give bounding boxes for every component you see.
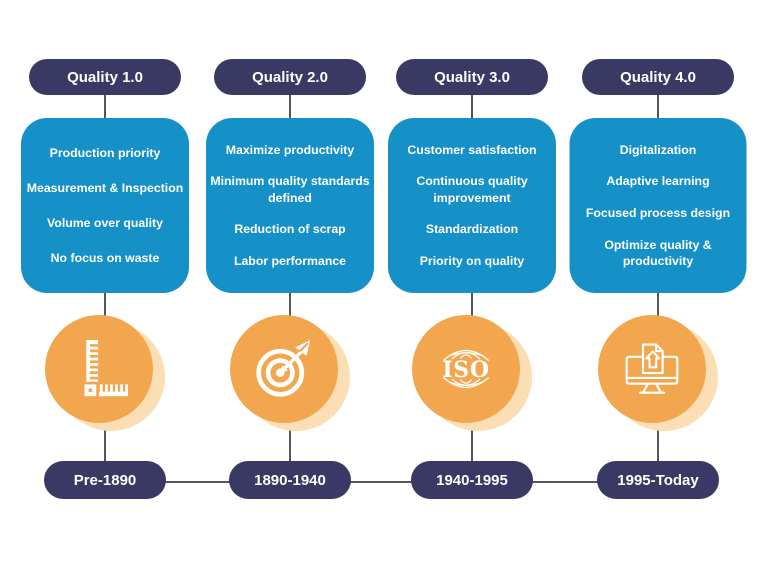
iso-text: ISO — [442, 357, 489, 383]
feature-box: Customer satisfaction Continuous quality… — [388, 118, 556, 293]
era-date-label: Pre-1890 — [73, 471, 137, 489]
feature-box: Digitalization Adaptive learning Focused… — [569, 118, 747, 293]
feature-item: Measurement & Inspection — [26, 180, 184, 195]
feature-item: Volume over quality — [47, 215, 163, 230]
feature-item: Digitalization — [619, 142, 697, 157]
era-date-label: 1995-Today — [617, 471, 699, 489]
feature-item: No focus on waste — [50, 250, 160, 265]
era-date-pill: 1940-1995 — [411, 461, 533, 499]
circle — [45, 315, 153, 423]
era-header-label: Quality 4.0 — [620, 68, 696, 86]
era-header-pill: Quality 1.0 — [29, 59, 181, 95]
era-date-pill: 1890-1940 — [229, 461, 351, 499]
feature-item: Labor performance — [233, 254, 347, 269]
feature-item: Optimize quality & productivity — [604, 237, 712, 269]
monitor-upload-icon — [625, 343, 679, 394]
feature-item: Adaptive learning — [606, 174, 710, 189]
feature-item: Minimum quality standards defined — [210, 174, 370, 205]
era-header-label: Quality 3.0 — [434, 68, 510, 86]
feature-box: Maximize productivity Minimum quality st… — [206, 118, 374, 293]
feature-item: Focused process design — [585, 206, 731, 221]
feature-item: Customer satisfaction — [407, 142, 537, 157]
era-header-pill: Quality 2.0 — [214, 59, 366, 95]
era-icon-circle: ISO — [412, 313, 532, 433]
era-header-label: Quality 1.0 — [67, 68, 143, 86]
feature-item: Priority on quality — [419, 254, 525, 269]
feature-item: Standardization — [425, 222, 519, 237]
era-icon-circle — [230, 313, 350, 433]
era-date-label: 1940-1995 — [436, 471, 508, 489]
era-icon-circle — [45, 313, 165, 433]
feature-item: Continuous quality improvement — [416, 174, 528, 205]
ruler-icon — [84, 340, 128, 397]
circle: ISO — [412, 315, 520, 423]
era-date-pill: 1995-Today — [597, 461, 719, 499]
era-date-label: 1890-1940 — [254, 471, 326, 489]
feature-item: Maximize productivity — [225, 142, 355, 157]
iso-globe-icon: ISO — [442, 349, 490, 389]
era-date-pill: Pre-1890 — [44, 461, 166, 499]
timeline-column-quality-1: Quality 1.0 Production priority Measurem… — [12, 0, 198, 576]
circle — [230, 315, 338, 423]
circle — [598, 315, 706, 423]
timeline-column-quality-4: Quality 4.0 Digitalization Adaptive lear… — [565, 0, 751, 576]
timeline-axis-line — [104, 481, 660, 483]
timeline-column-quality-3: Quality 3.0 Customer satisfaction Contin… — [379, 0, 565, 576]
era-header-pill: Quality 3.0 — [396, 59, 548, 95]
feature-item: Production priority — [49, 145, 161, 160]
era-header-pill: Quality 4.0 — [582, 59, 734, 95]
era-header-label: Quality 2.0 — [252, 68, 328, 86]
target-arrow-icon — [256, 339, 311, 397]
feature-item: Reduction of scrap — [234, 222, 346, 237]
timeline-column-quality-2: Quality 2.0 Maximize productivity Minimu… — [197, 0, 383, 576]
feature-box: Production priority Measurement & Inspec… — [21, 118, 189, 293]
era-icon-circle — [598, 313, 718, 433]
